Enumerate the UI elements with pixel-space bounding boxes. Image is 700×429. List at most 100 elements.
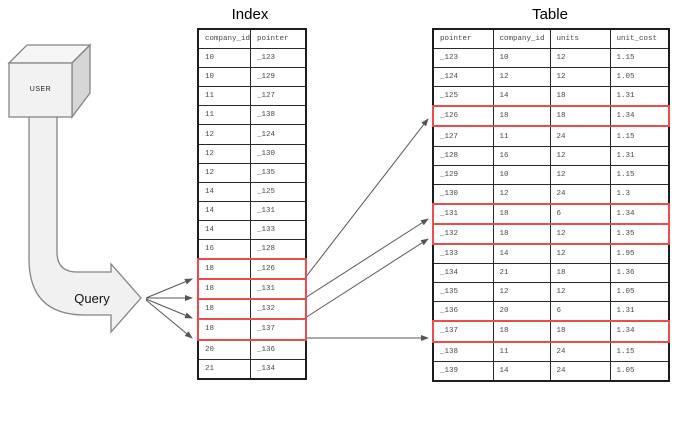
table-cell: 14 [492, 86, 551, 107]
table-row: 14_125 [197, 181, 307, 202]
table-cell: _128 [250, 239, 307, 260]
table-cell: _135 [250, 162, 307, 183]
table-cell: 12 [549, 48, 611, 69]
table-cell: 14 [197, 181, 252, 202]
index-to-table-arrows [304, 118, 429, 341]
table-cell: 12 [197, 143, 252, 164]
table-cell: _126 [250, 258, 307, 281]
query-fan-arrows [145, 278, 193, 339]
table-row: 21_134 [197, 358, 307, 380]
table-cell: 12 [549, 145, 611, 166]
table-cell: 1.05 [609, 282, 670, 303]
table-cell: _129 [250, 67, 307, 88]
table-cell: 12 [197, 124, 252, 145]
column-header: units [549, 28, 611, 50]
table-row: 10_123 [197, 48, 307, 69]
table-row: 12_124 [197, 124, 307, 145]
table-cell: 12 [549, 243, 611, 265]
table-cell: 10 [492, 164, 551, 185]
table-cell: 10 [197, 48, 252, 69]
table-cell: 24 [549, 125, 611, 147]
table-cell: 12 [197, 162, 252, 183]
table-cell: 1.15 [609, 125, 670, 147]
table-cell: 10 [492, 48, 551, 69]
table-cell: 12 [549, 67, 611, 88]
table-cell: 10 [197, 67, 252, 88]
table-cell: 20 [197, 339, 252, 360]
table-cell: _123 [432, 48, 494, 69]
table-cell: 12 [492, 183, 551, 205]
table-cell: 18 [549, 320, 611, 343]
table-cell: 1.15 [609, 48, 670, 69]
table-cell: _138 [432, 341, 494, 362]
table-row: 18_126 [197, 258, 307, 281]
user-cube-label: USER [29, 86, 52, 93]
table-cell: 14 [197, 219, 252, 241]
table-cell: 21 [197, 358, 252, 380]
table-row: 10_129 [197, 67, 307, 88]
table-row: 18_132 [197, 298, 307, 321]
table-cell: _126 [432, 105, 494, 128]
table-cell: 14 [492, 360, 551, 382]
main-table-title: Table [532, 6, 568, 23]
table-row: 12_130 [197, 143, 307, 164]
table-cell: 1.15 [609, 164, 670, 185]
table-cell: 18 [197, 278, 252, 301]
table-cell: 16 [492, 145, 551, 166]
table-cell: _130 [432, 183, 494, 205]
table-cell: _139 [432, 360, 494, 382]
table-cell: 1.31 [609, 301, 670, 322]
table-cell: 6 [549, 301, 611, 322]
table-cell: _125 [432, 86, 494, 107]
table-cell: _132 [432, 222, 494, 246]
table-row: 18_131 [197, 278, 307, 301]
table-cell: 18 [549, 105, 611, 128]
table-cell: 18 [492, 202, 551, 225]
table-cell: 1.36 [609, 263, 670, 284]
table-cell: _133 [250, 219, 307, 241]
table-cell: 18 [492, 320, 551, 343]
column-header: company_id [197, 28, 252, 50]
table-cell: 1.05 [609, 67, 670, 88]
table-cell: _124 [432, 67, 494, 88]
column-header: pointer [432, 28, 494, 50]
table-cell: _124 [250, 124, 307, 145]
column-header: unit_cost [609, 28, 670, 50]
table-cell: 1.3 [609, 183, 670, 205]
table-cell: 12 [549, 282, 611, 303]
table-cell: 11 [492, 341, 551, 362]
table-cell: 1.35 [609, 222, 670, 246]
table-cell: 11 [197, 105, 252, 126]
table-cell: _132 [250, 298, 307, 321]
table-row: 12_135 [197, 162, 307, 183]
table-cell: 1.95 [609, 243, 670, 265]
table-cell: 16 [197, 239, 252, 260]
column-header: company_id [492, 28, 551, 50]
table-cell: _127 [432, 125, 494, 147]
table-cell: _130 [250, 143, 307, 164]
table-cell: 18 [549, 86, 611, 107]
table-cell: 6 [549, 202, 611, 225]
table-cell: 18 [197, 318, 252, 341]
table-cell: 24 [549, 341, 611, 362]
table-row: 11_127 [197, 86, 307, 107]
query-arrow-label: Query [74, 291, 110, 306]
table-cell: _138 [250, 105, 307, 126]
